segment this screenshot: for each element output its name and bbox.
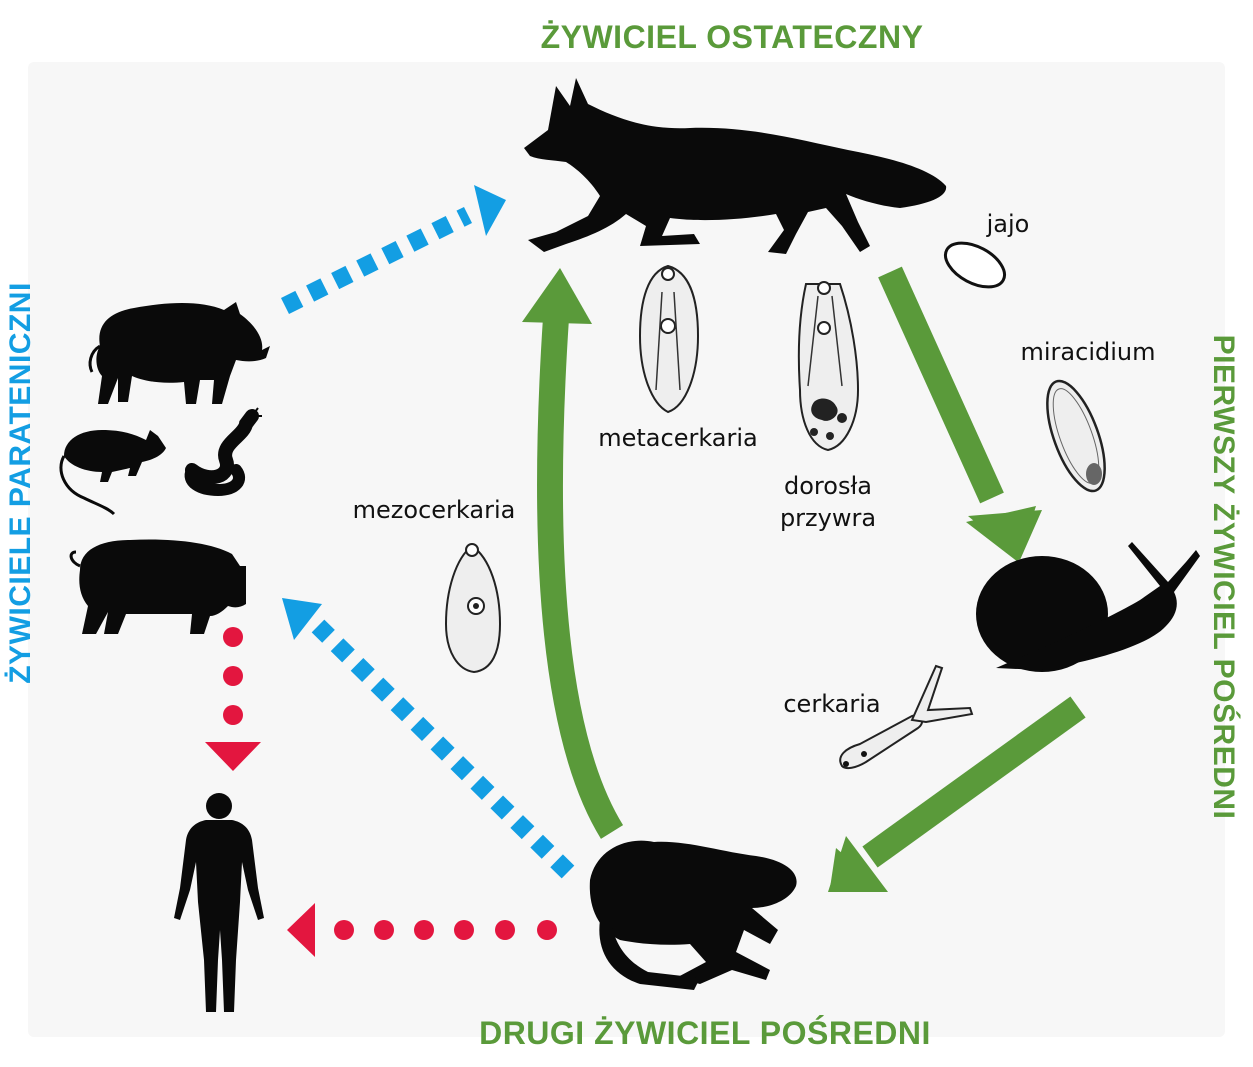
arrow-frog-to-human — [287, 903, 557, 957]
miracidium-illustration — [1046, 379, 1106, 493]
cercaria-illustration — [839, 664, 974, 770]
arrow-paratenic-to-fox — [280, 185, 506, 315]
heading-definitive-host: ŻYWICIEL OSTATECZNY — [541, 19, 924, 55]
fox-silhouette-icon — [524, 78, 947, 254]
frog-silhouette-icon — [589, 840, 797, 990]
label-adult-line2: przywra — [780, 504, 876, 532]
heading-second-intermediate-host: DRUGI ŻYWICIEL POŚREDNI — [479, 1015, 931, 1051]
human-silhouette-icon — [174, 793, 264, 1012]
heading-first-intermediate-host: PIERWSZY ŻYWICIEL POŚREDNI — [1207, 335, 1241, 820]
arrow-frog-to-fox — [522, 268, 624, 839]
label-mesocercaria: mezocerkaria — [353, 496, 516, 524]
boar-silhouette-icon — [88, 302, 270, 404]
pig-silhouette-icon — [69, 539, 246, 634]
arrow-snail-to-frog — [828, 696, 1086, 892]
snail-silhouette-icon — [976, 542, 1200, 672]
egg-illustration — [944, 241, 1006, 289]
snake-silhouette-icon — [184, 407, 262, 497]
mesocercaria-illustration — [444, 543, 502, 674]
heading-paratenic-hosts: ŻYWICIELE PARATENICZNI — [4, 282, 37, 684]
label-cercaria: cerkaria — [783, 690, 880, 718]
arrow-frog-to-paratenic — [282, 598, 575, 879]
label-metacercaria: metacerkaria — [598, 424, 758, 452]
metacercaria-illustration — [638, 264, 700, 414]
label-egg: jajo — [986, 210, 1030, 238]
arrow-fox-to-snail — [878, 266, 1042, 562]
label-miracidium: miracidium — [1021, 338, 1156, 366]
rat-silhouette-icon — [59, 430, 166, 516]
adult-fluke-illustration — [797, 281, 860, 452]
label-adult-line1: dorosła — [784, 472, 872, 500]
arrow-pig-to-human — [205, 627, 261, 771]
